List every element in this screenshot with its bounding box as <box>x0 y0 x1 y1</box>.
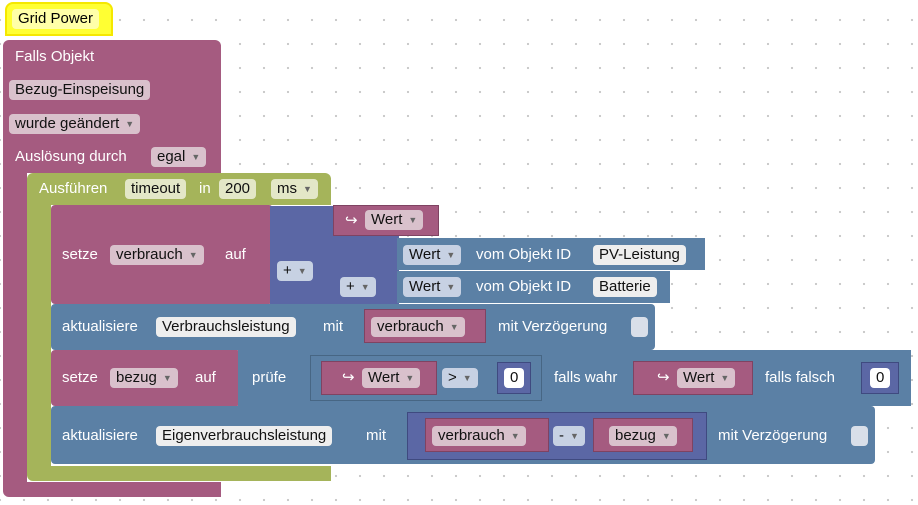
object-id-field[interactable]: Bezug-Einspeisung <box>9 80 151 100</box>
math-operator-value: + <box>283 262 292 279</box>
compare-left-dropdown[interactable]: Wert ▼ <box>362 368 421 388</box>
if-false-label: falls falsch <box>765 369 836 386</box>
chevron-down-icon: ▼ <box>661 431 671 441</box>
update-label: aktualisiere <box>62 427 138 444</box>
set-variable-value: bezug <box>116 369 157 386</box>
chevron-down-icon: ▼ <box>297 266 307 276</box>
grid-power-hat-block[interactable]: Grid Power <box>5 2 113 36</box>
chevron-down-icon: ▼ <box>408 215 418 225</box>
comparator-dropdown[interactable]: >▼ <box>442 368 478 388</box>
chevron-down-icon: ▼ <box>162 373 172 383</box>
compare-left-value-block[interactable] <box>321 361 437 395</box>
trigger-mode-value: wurde geändert <box>15 115 120 132</box>
inner-operator-dropdown[interactable]: +▼ <box>340 277 376 297</box>
subtract-operator-dropdown[interactable]: -▼ <box>553 426 585 446</box>
trigger-bottom-arm <box>3 482 221 497</box>
script-title[interactable]: Grid Power <box>12 9 100 29</box>
comparator-value: > <box>448 369 457 386</box>
timeout-bottom-arm <box>27 466 331 481</box>
object-property-value: Wert <box>409 278 441 295</box>
arrow-icon: ↪ <box>345 212 358 229</box>
variable-getter-value: verbrauch <box>377 318 444 335</box>
trigger-left-arm <box>3 172 27 482</box>
update-verbrauchsleistung-block[interactable] <box>51 304 655 350</box>
left-variable-value: verbrauch <box>438 427 505 444</box>
false-number-field[interactable]: 0 <box>870 368 891 388</box>
arrow-icon: ↪ <box>657 369 670 386</box>
update-label: aktualisiere <box>62 318 138 335</box>
timeout-label: Ausführen <box>39 180 108 197</box>
compare-left-value: Wert <box>368 369 400 386</box>
right-variable-dropdown[interactable]: bezug ▼ <box>609 426 677 446</box>
object-property-value: Wert <box>409 246 441 263</box>
object-property-dropdown[interactable]: Wert ▼ <box>403 277 462 297</box>
chevron-down-icon: ▼ <box>462 373 472 383</box>
inner-operator-value: + <box>346 278 355 295</box>
set-label: setze <box>62 369 98 386</box>
check-label: prüfe <box>252 369 287 386</box>
timeout-unit-dropdown[interactable]: ms ▼ <box>271 179 318 199</box>
right-variable-value: bezug <box>615 427 656 444</box>
true-value-dropdown[interactable]: Wert ▼ <box>677 368 736 388</box>
trigger-cause-value: egal <box>157 148 186 165</box>
chevron-down-icon: ▼ <box>446 250 456 260</box>
to-label: auf <box>195 369 216 386</box>
trigger-mode-dropdown[interactable]: wurde geändert ▼ <box>9 114 141 134</box>
chevron-down-icon: ▼ <box>449 322 459 332</box>
object-id-field[interactable]: Batterie <box>593 277 657 297</box>
chevron-down-icon: ▼ <box>405 373 415 383</box>
delay-label: mit Verzögerung <box>498 318 608 335</box>
delay-checkbox[interactable] <box>851 426 868 446</box>
subtract-operator-value: - <box>559 427 564 444</box>
if-true-label: falls wahr <box>554 369 618 386</box>
set-variable-dropdown[interactable]: verbrauch ▼ <box>110 245 204 265</box>
chevron-down-icon: ▼ <box>510 431 520 441</box>
chevron-down-icon: ▼ <box>570 431 579 441</box>
local-value-dropdown[interactable]: Wert ▼ <box>365 210 424 230</box>
arrow-icon: ↪ <box>342 369 355 386</box>
trigger-cause-label: Auslösung durch <box>15 148 127 165</box>
object-id-field[interactable]: PV-Leistung <box>593 245 686 265</box>
left-variable-dropdown[interactable]: verbrauch ▼ <box>432 426 526 446</box>
chevron-down-icon: ▼ <box>446 282 456 292</box>
chevron-down-icon: ▼ <box>125 119 135 129</box>
to-label: auf <box>225 246 246 263</box>
from-object-label: vom Objekt ID <box>476 278 572 295</box>
chevron-down-icon: ▼ <box>360 282 370 292</box>
timeout-variable-field[interactable]: timeout <box>125 179 187 199</box>
compare-number-field[interactable]: 0 <box>504 368 525 388</box>
math-operator-dropdown[interactable]: +▼ <box>277 261 313 281</box>
variable-getter-dropdown[interactable]: verbrauch ▼ <box>371 317 465 337</box>
math-add-block-outer[interactable] <box>270 206 335 304</box>
set-variable-value: verbrauch <box>116 246 183 263</box>
set-variable-dropdown[interactable]: bezug ▼ <box>110 368 178 388</box>
timeout-left-arm <box>27 204 51 467</box>
with-label: mit <box>366 427 386 444</box>
local-value-text: Wert <box>371 211 403 228</box>
timeout-unit-value: ms <box>277 180 297 197</box>
timeout-delay-field[interactable]: 200 <box>219 179 257 199</box>
delay-label: mit Verzögerung <box>718 427 828 444</box>
chevron-down-icon: ▼ <box>191 152 201 162</box>
with-label: mit <box>323 318 343 335</box>
update-object-field[interactable]: Eigenverbrauchsleistung <box>156 426 333 446</box>
chevron-down-icon: ▼ <box>303 184 312 194</box>
from-object-label: vom Objekt ID <box>476 246 572 263</box>
chevron-down-icon: ▼ <box>188 250 198 260</box>
object-property-dropdown[interactable]: Wert ▼ <box>403 245 462 265</box>
update-object-field[interactable]: Verbrauchsleistung <box>156 317 296 337</box>
trigger-cause-dropdown[interactable]: egal ▼ <box>151 147 207 167</box>
set-label: setze <box>62 246 98 263</box>
true-value-text: Wert <box>683 369 715 386</box>
timeout-in-label: in <box>199 180 211 197</box>
trigger-label: Falls Objekt <box>15 48 95 65</box>
chevron-down-icon: ▼ <box>720 373 730 383</box>
delay-checkbox[interactable] <box>631 317 648 337</box>
